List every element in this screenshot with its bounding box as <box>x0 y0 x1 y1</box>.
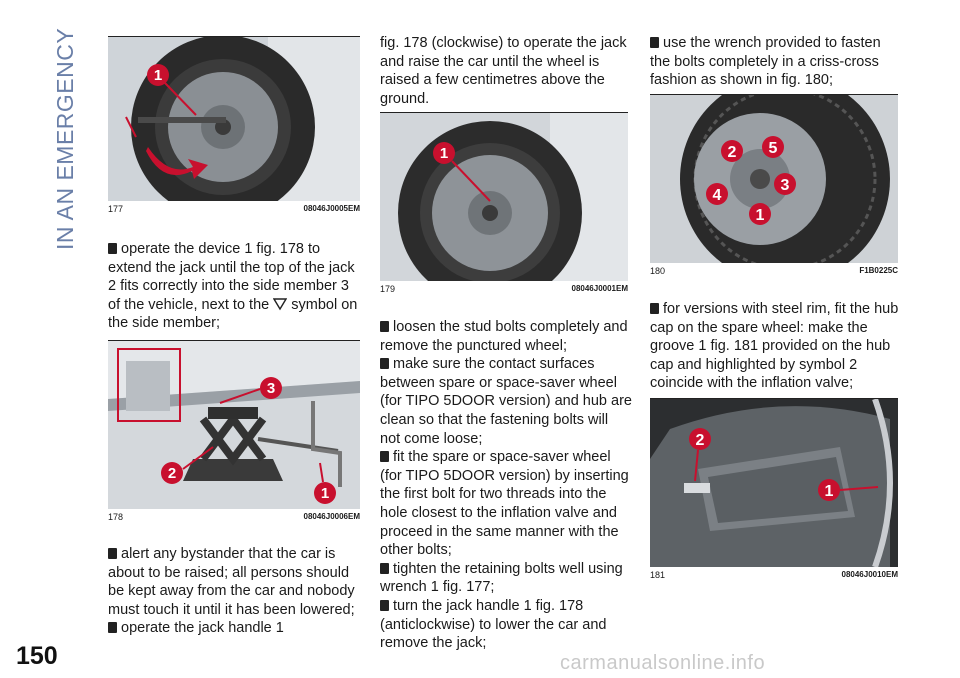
section-title: IN AN EMERGENCY <box>52 27 78 250</box>
figure-number: 181 <box>650 570 666 580</box>
callout-label: 1 <box>825 483 834 500</box>
bullet-item: make sure the contact surfaces between s… <box>380 356 632 447</box>
callout-label: 5 <box>769 140 778 157</box>
figure-180-image: 2 5 3 4 1 <box>650 95 898 263</box>
callout-label: 1 <box>440 145 448 162</box>
column-2-text-bottom: loosen the stud bolts completely and rem… <box>380 318 632 653</box>
bullet-item: use the wrench provided to fasten the bo… <box>650 35 881 89</box>
column-1-text: operate the device 1 fig. 178 to extend … <box>108 240 362 333</box>
checkbox-bullet-icon <box>380 321 389 332</box>
bullet-item: for versions with steel rim, fit the hub… <box>650 301 899 392</box>
checkbox-bullet-icon <box>380 562 389 574</box>
checkbox-bullet-icon <box>650 37 659 48</box>
figure-number: 180 <box>650 266 666 276</box>
figure-177: 1 177 08046J0005EM <box>108 36 360 214</box>
figure-181-image: 2 1 <box>650 399 898 567</box>
callout-label: 2 <box>728 144 737 161</box>
callout-label: 3 <box>781 177 790 194</box>
callout-label: 2 <box>168 465 176 482</box>
figure-code: 08046J0001EM <box>571 284 629 293</box>
callout-label: 3 <box>267 380 275 397</box>
callout-label: 1 <box>321 485 329 502</box>
figure-code: 08046J0005EM <box>303 204 361 213</box>
figure-178: 3 2 1 178 08046J0006EM <box>108 340 360 522</box>
callout-label: 1 <box>154 67 162 84</box>
figure-181: 2 1 181 08046J0010EM <box>650 398 898 580</box>
triangle-symbol-icon <box>273 298 288 311</box>
callout-label: 2 <box>696 432 705 449</box>
bullet-item: operate the jack handle 1 <box>108 619 362 638</box>
checkbox-bullet-icon <box>380 358 389 370</box>
bullet-item: tighten the retaining bolts well using w… <box>380 560 623 596</box>
checkbox-bullet-icon <box>380 599 389 611</box>
bullet-item: fit the spare or space-saver wheel (for … <box>380 449 629 559</box>
bullet-item: loosen the stud bolts completely and rem… <box>380 319 628 354</box>
column-2-text-top: fig. 178 (clockwise) to operate the jack… <box>380 35 627 107</box>
figure-177-image: 1 <box>108 37 360 201</box>
callout-label: 4 <box>713 187 722 204</box>
figure-number: 178 <box>108 512 124 522</box>
bullet-item: alert any bystander that the car is abou… <box>108 546 355 618</box>
page-number: 150 <box>16 642 58 670</box>
checkbox-bullet-icon <box>108 622 117 634</box>
figure-number: 179 <box>380 284 396 294</box>
figure-180: 2 5 3 4 1 180 F1B0225C <box>650 94 898 276</box>
bullet-item: turn the jack handle 1 fig. 178 (anticlo… <box>380 597 607 652</box>
figure-179: 1 179 08046J0001EM <box>380 112 628 294</box>
checkbox-bullet-icon <box>380 451 389 463</box>
column-3-text-bottom: for versions with steel rim, fit the hub… <box>650 300 904 393</box>
checkbox-bullet-icon <box>108 548 117 559</box>
column-3-text-top: use the wrench provided to fasten the bo… <box>650 34 904 90</box>
checkbox-bullet-icon <box>650 303 659 314</box>
figure-178-image: 3 2 1 <box>108 341 360 509</box>
figure-code: 08046J0010EM <box>841 570 899 579</box>
figure-179-image: 1 <box>380 113 628 281</box>
checkbox-bullet-icon <box>108 243 117 254</box>
watermark: carmanualsonline.info <box>560 652 766 674</box>
figure-code: 08046J0006EM <box>303 512 361 521</box>
bullet-item: operate the device 1 fig. 178 to extend … <box>108 241 358 332</box>
column-1-text-lower: alert any bystander that the car is abou… <box>108 545 362 638</box>
callout-circle <box>147 64 169 86</box>
figure-code: F1B0225C <box>859 266 898 275</box>
callout-label: 1 <box>756 207 765 224</box>
figure-number: 177 <box>108 204 124 214</box>
